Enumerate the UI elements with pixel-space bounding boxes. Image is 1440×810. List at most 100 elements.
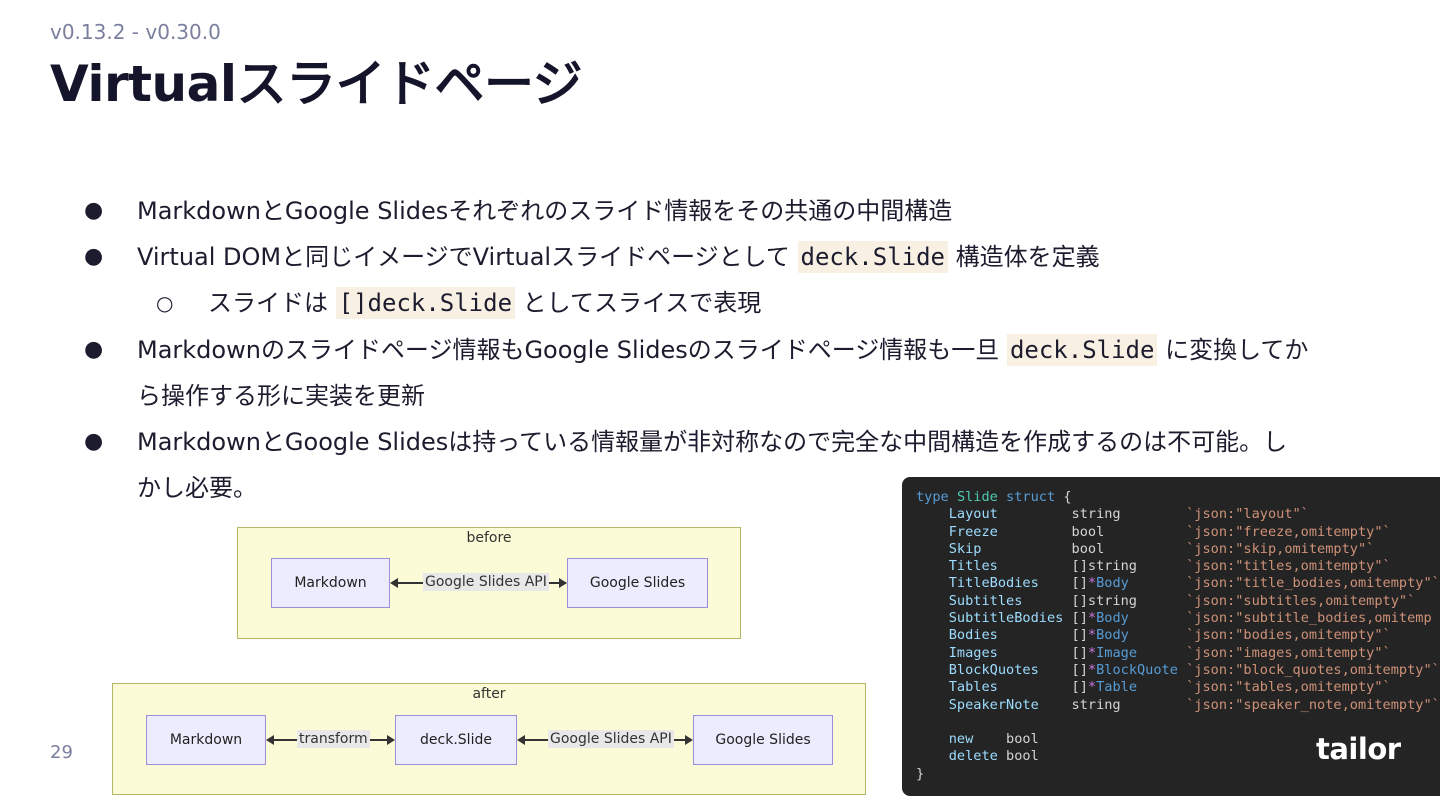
diagram-label: before: [466, 530, 512, 546]
code-field-name: Titles: [948, 558, 1072, 575]
code-struct-tag: `json:"layout"`: [1186, 506, 1309, 523]
code-type-name: Slide: [956, 489, 998, 505]
bullet-item: MarkdownとGoogle Slidesは持っている情報量が非対称なので完全…: [137, 428, 1288, 456]
code-type-ref: Body: [1096, 575, 1129, 592]
code-field-name: Tables: [948, 679, 1072, 696]
version-label: v0.13.2 - v0.30.0: [50, 20, 221, 44]
code-struct-tag: `json:"freeze,omitempty"`: [1186, 523, 1391, 540]
node-google-slides: Google Slides: [693, 715, 833, 765]
code-builtin-type: []string: [1071, 592, 1137, 609]
bullet-text: 構造体を定義: [948, 243, 1100, 271]
code-struct-tag: `json:"tables,omitempty"`: [1186, 679, 1391, 696]
code-field-type: []*Body: [1072, 627, 1129, 643]
inline-code: deck.Slide: [1006, 334, 1158, 366]
bullet-continuation: かし必要。: [137, 474, 257, 502]
diagram-label: after: [472, 686, 506, 702]
code-field-name: SpeakerNote: [948, 696, 1072, 713]
bullet-dot: ●: [84, 244, 104, 269]
code-field-name: BlockQuotes: [948, 661, 1072, 678]
code-field-name: Bodies: [948, 627, 1072, 644]
code-type-ref: BlockQuote: [1096, 661, 1178, 678]
edge-label: Google Slides API: [423, 573, 549, 591]
code-struct-tag: `json:"block_quotes,omitempty"`: [1186, 661, 1440, 678]
diagram-after: after Markdown deck.Slide Google Slides …: [112, 683, 866, 795]
bullet-item: Virtual DOMと同じイメージでVirtualスライドページとして dec…: [137, 234, 1100, 280]
code-field-type: []*Body: [1072, 610, 1129, 626]
diagram-before: before Markdown Google Slides Google Sli…: [237, 527, 741, 639]
code-field-type: []*Image: [1072, 645, 1137, 661]
code-struct-tag: `json:"images,omitempty"`: [1186, 644, 1391, 661]
code-brace: }: [916, 765, 925, 782]
code-pointer: *: [1087, 661, 1097, 678]
node-google-slides: Google Slides: [567, 558, 708, 608]
code-builtin-type: string: [1071, 506, 1121, 523]
code-field-name: TitleBodies: [948, 575, 1072, 592]
tailor-logo: tailor: [1316, 732, 1401, 766]
code-field-type: []*Table: [1072, 679, 1137, 695]
code-field-name: new: [948, 731, 1007, 748]
code-builtin-type: bool: [1071, 523, 1105, 540]
bullet-text: Markdownのスライドページ情報もGoogle Slidesのスライドページ…: [137, 336, 1007, 364]
code-pointer: *: [1087, 679, 1097, 696]
code-pointer: *: [1087, 610, 1097, 627]
bullet-text: Virtual DOMと同じイメージでVirtualスライドページとして: [137, 243, 798, 271]
arrow-left-icon: [390, 578, 398, 588]
code-slice: []: [1071, 661, 1088, 678]
bullet-dot: ●: [84, 337, 104, 362]
code-slice: []: [1071, 610, 1088, 627]
arrow-right-icon: [559, 578, 567, 588]
code-keyword: struct: [1006, 489, 1056, 505]
code-field-name: Layout: [948, 506, 1072, 523]
code-field-type: bool: [1072, 541, 1105, 557]
code-builtin-type: string: [1071, 696, 1121, 713]
code-type-ref: Table: [1096, 679, 1137, 696]
bullet-continuation: ら操作する形に実装を更新: [137, 382, 425, 410]
bullet-text: MarkdownとGoogle Slidesそれぞれのスライド情報をその共通の中…: [137, 197, 953, 225]
code-pointer: *: [1087, 575, 1097, 592]
code-field-name: SubtitleBodies: [948, 610, 1072, 627]
code-field-name: Skip: [948, 540, 1072, 557]
code-field-name: Images: [948, 644, 1072, 661]
bullet-dot: ●: [84, 429, 104, 454]
code-struct-tag: `json:"bodies,omitempty"`: [1186, 627, 1391, 644]
code-struct-tag: `json:"skip,omitempty"`: [1186, 540, 1375, 557]
code-field-type: []*BlockQuote: [1072, 662, 1178, 678]
arrow-left-icon: [517, 735, 525, 745]
code-slice: []: [1071, 575, 1088, 592]
inline-code: deck.Slide: [797, 241, 948, 273]
edge-label: Google Slides API: [548, 730, 674, 748]
slide-title: Virtualスライドページ: [50, 55, 583, 113]
bullet-text: スライドは: [208, 289, 336, 317]
node-deck-slide: deck.Slide: [395, 715, 517, 765]
code-struct-tag: `json:"subtitles,omitempty"`: [1186, 592, 1416, 609]
arrow-left-icon: [266, 735, 274, 745]
code-type-ref: Image: [1096, 644, 1137, 661]
bullet-text: に変換してか: [1157, 336, 1309, 364]
code-field-name: delete: [948, 748, 1007, 765]
code-field-name: Subtitles: [948, 592, 1072, 609]
arrow-right-icon: [685, 735, 693, 745]
code-content: type Slide struct { Layout string `json:…: [916, 489, 1440, 782]
node-markdown: Markdown: [271, 558, 390, 608]
code-type-ref: Body: [1096, 610, 1129, 627]
inline-code: []deck.Slide: [335, 287, 516, 319]
code-builtin-type: bool: [1006, 731, 1039, 748]
code-struct-tag: `json:"speaker_note,omitempty"`: [1186, 696, 1440, 713]
node-markdown: Markdown: [146, 715, 266, 765]
code-struct-tag: `json:"titles,omitempty"`: [1186, 558, 1391, 575]
code-field-type: []string: [1072, 558, 1137, 574]
code-builtin-type: bool: [1006, 748, 1039, 765]
bullet-circle: ○: [156, 291, 174, 315]
code-block: type Slide struct { Layout string `json:…: [902, 477, 1440, 796]
page-number: 29: [50, 742, 73, 763]
bullet-item: Markdownのスライドページ情報もGoogle Slidesのスライドページ…: [137, 327, 1308, 373]
code-keyword: type: [916, 489, 949, 505]
code-pointer: *: [1087, 627, 1097, 644]
code-slice: []: [1071, 644, 1088, 661]
sub-bullet-item: スライドは []deck.Slide としてスライスで表現: [208, 280, 761, 326]
code-field-type: []string: [1072, 593, 1137, 609]
code-field-name: Freeze: [948, 523, 1072, 540]
code-field-type: bool: [1072, 524, 1105, 540]
bullet-dot: ●: [84, 198, 104, 223]
code-struct-tag: `json:"title_bodies,omitempty"`: [1186, 575, 1440, 592]
